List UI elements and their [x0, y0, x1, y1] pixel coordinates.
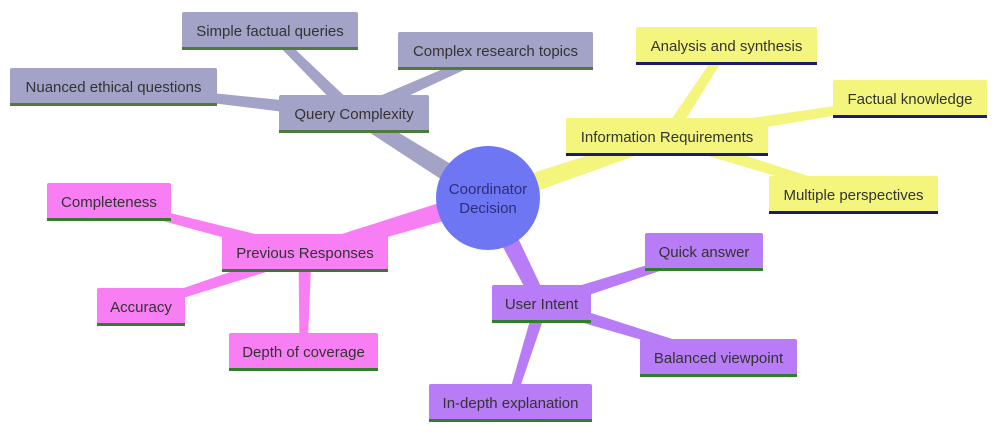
- edge-information-requirements-analysis-and-synthesis: [661, 43, 730, 141]
- node-analysis-and-synthesis: Analysis and synthesis: [636, 27, 817, 65]
- node-query-complexity: Query Complexity: [279, 95, 429, 133]
- node-box-previous-responses: [222, 234, 388, 272]
- node-label-previous-responses: Previous Responses: [236, 245, 374, 262]
- node-label-in-depth-explanation: In-depth explanation: [443, 395, 579, 412]
- node-underline-user-intent: [492, 320, 591, 323]
- node-information-requirements: Information Requirements: [566, 118, 768, 156]
- node-label-nuanced-ethical-questions: Nuanced ethical questions: [26, 79, 202, 96]
- node-box-nuanced-ethical-questions: [10, 68, 217, 106]
- node-label-information-requirements: Information Requirements: [581, 129, 754, 146]
- node-balanced-viewpoint: Balanced viewpoint: [640, 339, 797, 377]
- node-factual-knowledge: Factual knowledge: [833, 80, 987, 118]
- node-label-simple-factual-queries: Simple factual queries: [196, 23, 344, 40]
- node-underline-balanced-viewpoint: [640, 374, 797, 377]
- node-box-completeness: [47, 183, 171, 221]
- node-quick-answer: Quick answer: [645, 233, 763, 271]
- root-label-line-2: Decision: [459, 200, 517, 217]
- node-underline-completeness: [47, 218, 171, 221]
- node-accuracy: Accuracy: [97, 288, 185, 326]
- node-completeness: Completeness: [47, 183, 171, 221]
- node-label-analysis-and-synthesis: Analysis and synthesis: [651, 38, 803, 55]
- node-box-accuracy: [97, 288, 185, 326]
- node-in-depth-explanation: In-depth explanation: [429, 384, 592, 422]
- node-label-complex-research-topics: Complex research topics: [413, 43, 578, 60]
- edge-user-intent-in-depth-explanation: [506, 302, 548, 405]
- node-underline-information-requirements: [566, 153, 768, 156]
- node-multiple-perspectives: Multiple perspectives: [769, 176, 938, 214]
- node-label-depth-of-coverage: Depth of coverage: [242, 344, 365, 361]
- node-box-user-intent: [492, 285, 591, 323]
- node-underline-accuracy: [97, 323, 185, 326]
- node-underline-query-complexity: [279, 130, 429, 133]
- node-box-complex-research-topics: [398, 32, 593, 70]
- node-underline-previous-responses: [222, 269, 388, 272]
- node-simple-factual-queries: Simple factual queries: [182, 12, 358, 50]
- node-user-intent: User Intent: [492, 285, 591, 323]
- node-box-in-depth-explanation: [429, 384, 592, 422]
- node-underline-factual-knowledge: [833, 115, 987, 118]
- node-box-query-complexity: [279, 95, 429, 133]
- node-label-balanced-viewpoint: Balanced viewpoint: [654, 350, 784, 367]
- node-box-depth-of-coverage: [229, 333, 378, 371]
- edge-previous-responses-depth-of-coverage: [298, 252, 312, 353]
- node-box-quick-answer: [645, 233, 763, 271]
- node-label-completeness: Completeness: [61, 194, 157, 211]
- node-box-analysis-and-synthesis: [636, 27, 817, 65]
- node-label-query-complexity: Query Complexity: [294, 106, 414, 123]
- node-label-multiple-perspectives: Multiple perspectives: [783, 187, 923, 204]
- node-depth-of-coverage: Depth of coverage: [229, 333, 378, 371]
- node-label-user-intent: User Intent: [505, 296, 579, 313]
- node-box-multiple-perspectives: [769, 176, 938, 214]
- node-previous-responses: Previous Responses: [222, 234, 388, 272]
- node-underline-quick-answer: [645, 268, 763, 271]
- node-label-quick-answer: Quick answer: [659, 244, 750, 261]
- node-box-simple-factual-queries: [182, 12, 358, 50]
- node-underline-complex-research-topics: [398, 67, 593, 70]
- node-box-balanced-viewpoint: [640, 339, 797, 377]
- node-nuanced-ethical-questions: Nuanced ethical questions: [10, 68, 217, 106]
- node-complex-research-topics: Complex research topics: [398, 32, 593, 70]
- node-box-information-requirements: [566, 118, 768, 156]
- node-underline-in-depth-explanation: [429, 419, 592, 422]
- node-underline-simple-factual-queries: [182, 47, 358, 50]
- node-label-factual-knowledge: Factual knowledge: [847, 91, 972, 108]
- node-underline-depth-of-coverage: [229, 368, 378, 371]
- root-circle: [436, 146, 540, 250]
- node-label-accuracy: Accuracy: [110, 299, 172, 316]
- node-box-factual-knowledge: [833, 80, 987, 118]
- root-label-line-1: Coordinator: [449, 181, 527, 198]
- node-underline-nuanced-ethical-questions: [10, 103, 217, 106]
- node-underline-analysis-and-synthesis: [636, 62, 817, 65]
- node-underline-multiple-perspectives: [769, 211, 938, 214]
